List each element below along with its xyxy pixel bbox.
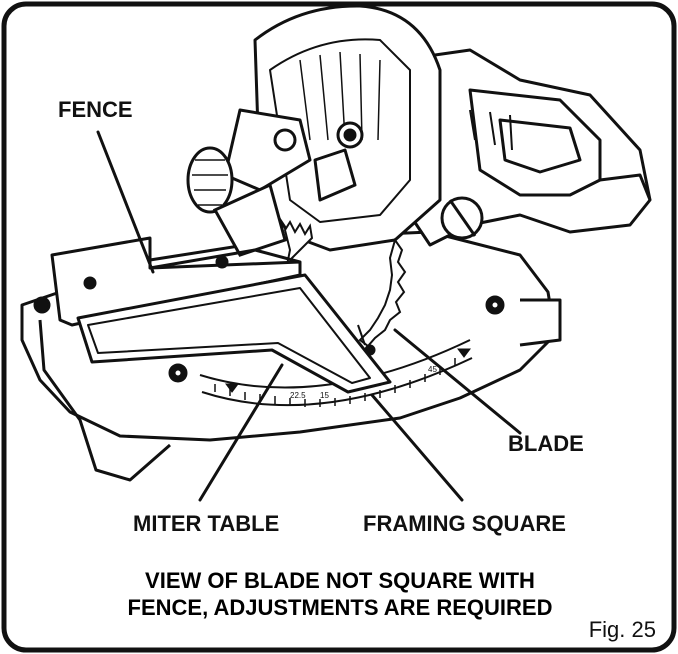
fence-label: FENCE [58, 97, 133, 122]
leader-lines [96, 130, 522, 502]
blade-label: BLADE [508, 431, 584, 456]
scale-mark-15: 15 [320, 391, 329, 400]
miter-scale: 22.5 15 45 [197, 339, 474, 407]
bevel-knob [186, 146, 287, 257]
caption-line-1: VIEW OF BLADE NOT SQUARE WITH [145, 568, 535, 593]
miter-table-leader [198, 363, 284, 502]
framing-square-label: FRAMING SQUARE [363, 511, 566, 536]
blade-leader [393, 328, 522, 435]
miter-table-label: MITER TABLE [133, 511, 280, 536]
saw-blade [283, 219, 407, 348]
caption-line-2: FENCE, ADJUSTMENTS ARE REQUIRED [127, 595, 553, 620]
figure-caption: VIEW OF BLADE NOT SQUARE WITH FENCE, ADJ… [60, 567, 620, 621]
framing-square [76, 273, 392, 394]
figure-number: Fig. 25 [588, 617, 656, 642]
fence-leader [96, 130, 155, 274]
fence [50, 236, 302, 327]
saw-motor-handle [398, 48, 652, 247]
scale-mark-22-5: 22.5 [290, 391, 306, 400]
blade-guard [223, 4, 442, 252]
scale-mark-45: 45 [428, 365, 437, 374]
framing-square-leader [370, 393, 464, 502]
